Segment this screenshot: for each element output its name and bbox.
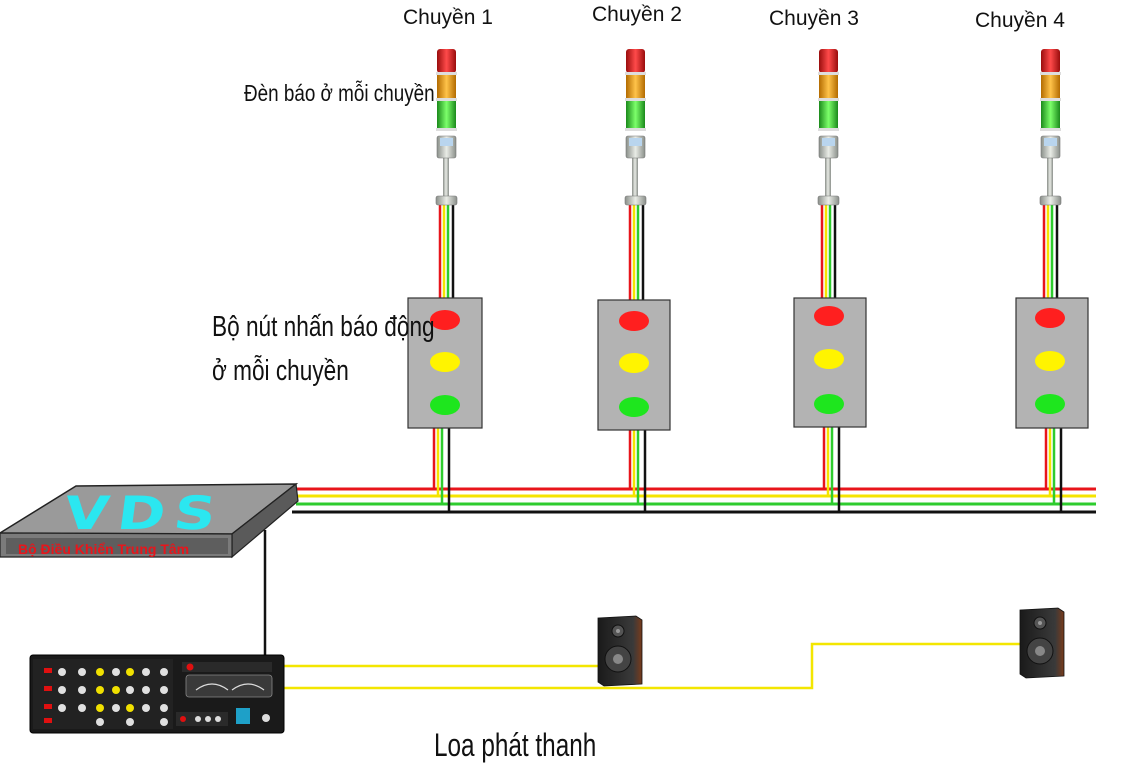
- controller-caption: Bộ Điều Khiển Trung Tâm: [18, 541, 190, 557]
- button-label-line-1: Bộ nút nhấn báo động: [212, 311, 435, 343]
- red-button: [814, 306, 844, 326]
- green-button: [619, 397, 649, 417]
- button-panel-label: Bộ nút nhấn báo động ở mỗi chuyền: [212, 305, 435, 393]
- line-column-3: [793, 49, 867, 512]
- central-controller: [0, 482, 299, 559]
- alarm-button-panel: [1015, 297, 1089, 429]
- red-button: [1035, 308, 1065, 328]
- lamp-label: Đèn báo ở mỗi chuyền: [244, 80, 435, 106]
- speaker-wire-2: [284, 642, 1020, 690]
- amplifier-icon: [29, 654, 285, 734]
- red-button: [430, 310, 460, 330]
- line-column-1: [407, 49, 483, 512]
- yellow-button: [619, 353, 649, 373]
- speaker-label: Loa phát thanh: [434, 727, 597, 763]
- tower-lamp-icon: [1039, 49, 1062, 206]
- bus-wires: [292, 487, 1096, 514]
- line-title-3: Chuyền 3: [769, 7, 859, 30]
- vds-logo: VDS: [60, 486, 228, 540]
- alarm-button-panel: [407, 297, 483, 429]
- tower-lamp-icon: [817, 49, 840, 206]
- yellow-button: [1035, 351, 1065, 371]
- green-button: [430, 395, 460, 415]
- alarm-button-panel: [793, 297, 867, 428]
- tower-lamp-icon: [435, 49, 458, 206]
- button-label-line-2: ở mỗi chuyền: [212, 355, 349, 387]
- green-button: [814, 394, 844, 414]
- yellow-button: [814, 349, 844, 369]
- green-button: [1035, 394, 1065, 414]
- line-title-4: Chuyền 4: [975, 9, 1065, 32]
- yellow-button: [430, 352, 460, 372]
- line-title-1: Chuyền 1: [403, 6, 493, 29]
- red-button: [619, 311, 649, 331]
- line-column-2: [597, 49, 671, 512]
- tower-lamp-icon: [624, 49, 647, 206]
- speaker-icon: [597, 615, 643, 687]
- alarm-button-panel: [597, 299, 671, 431]
- speaker-icon: [1019, 607, 1065, 679]
- line-title-2: Chuyền 2: [592, 3, 682, 26]
- line-column-4: [1015, 49, 1089, 512]
